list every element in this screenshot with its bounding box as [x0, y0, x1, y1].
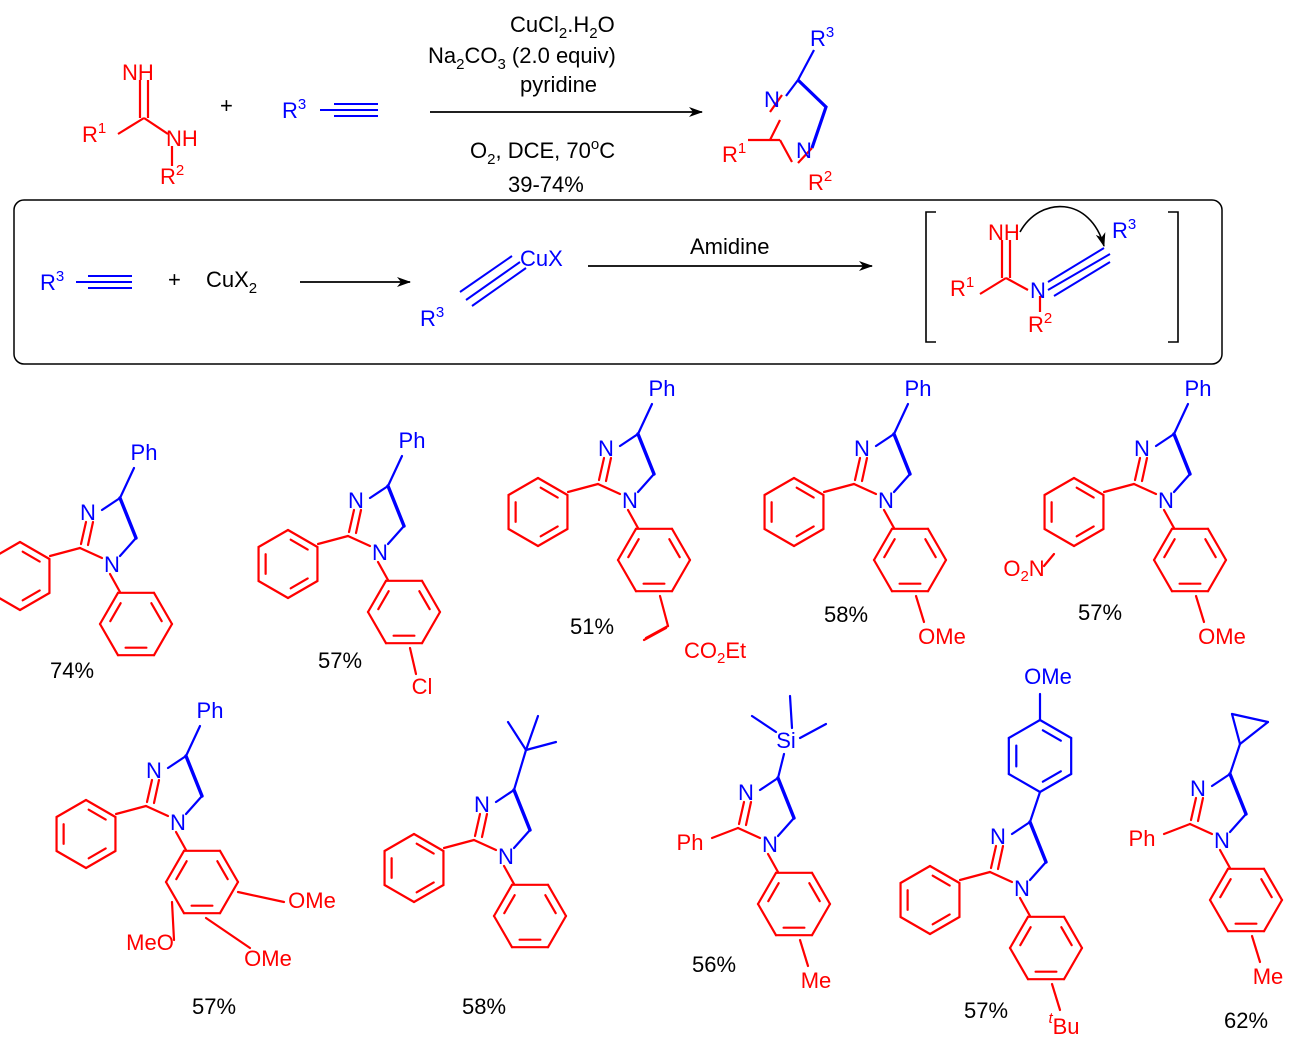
mechanism-alkyne: R3	[40, 268, 132, 295]
amidine-reactant: NH R1 NH R2	[82, 60, 198, 189]
silicon-label: Si	[776, 728, 796, 753]
svg-text:NH: NH	[988, 220, 1020, 245]
phenyl-label: Ph	[649, 376, 676, 401]
methyl-label: Me	[1253, 964, 1284, 989]
ester-label: CO2Et	[684, 638, 746, 667]
substrate-scope: NNPh74%NNPhCl57%NNPhCO2Et51%NNPhOMe58%NN…	[0, 376, 1283, 1039]
yield-label: 62%	[1224, 1008, 1268, 1033]
chloro-label: Cl	[412, 674, 433, 699]
svg-text:R3: R3	[40, 268, 64, 295]
atom-n3-label: N	[990, 824, 1006, 849]
phenyl-label: Ph	[1185, 376, 1212, 401]
svg-text:O2, DCE, 70oC: O2, DCE, 70oC	[470, 136, 615, 168]
svg-text:N: N	[1030, 278, 1046, 303]
atom-n1-label: N	[1214, 828, 1230, 853]
atom-n1-label: N	[622, 488, 638, 513]
phenyl-label: Ph	[399, 428, 426, 453]
yield-label: 58%	[462, 994, 506, 1019]
compound-9: N N OMe tBu 57%	[899, 664, 1084, 1039]
yield-label: 57%	[192, 994, 236, 1019]
yield-label: 74%	[50, 658, 94, 683]
yield-label: 57%	[1078, 600, 1122, 625]
atom-n3-label: N	[738, 780, 754, 805]
atom-n3-label: N	[348, 488, 364, 513]
mechanism-box	[13, 199, 1223, 365]
atom-n1-label: N	[170, 810, 186, 835]
methoxy-label-1: OMe	[288, 888, 336, 913]
yield-label: 51%	[570, 614, 614, 639]
atom-n3-label: N	[80, 500, 96, 525]
methoxy-label-2: MeO	[126, 930, 174, 955]
amine-nh-label: NH	[166, 126, 198, 151]
svg-text:+: +	[168, 267, 181, 292]
svg-text:R1: R1	[950, 274, 974, 301]
methyl-label: Me	[801, 968, 832, 993]
atom-n3-label: N	[598, 436, 614, 461]
compound-1: N N Ph 74%	[0, 440, 174, 683]
c2-phenyl-label: Ph	[1129, 826, 1156, 851]
nitro-label: O2N	[1003, 556, 1044, 585]
svg-text:CuCl2.H2O: CuCl2.H2O	[510, 12, 615, 42]
c2-phenyl-label: Ph	[677, 830, 704, 855]
cux2-label: CuX2	[206, 267, 257, 297]
svg-text:R2: R2	[160, 162, 184, 189]
atom-n1-label: N	[498, 844, 514, 869]
svg-text:R1: R1	[722, 140, 746, 167]
svg-text:pyridine: pyridine	[520, 72, 597, 97]
svg-text:R2: R2	[808, 168, 832, 195]
svg-text:R3: R3	[810, 24, 834, 51]
svg-text:R3: R3	[282, 96, 306, 123]
phenyl-label: Ph	[131, 440, 158, 465]
imidazole-product: N N R3 R1 R2	[722, 24, 834, 195]
atom-n1-label: N	[1014, 876, 1030, 901]
svg-text:N: N	[764, 87, 780, 112]
imine-nh-label: NH	[122, 60, 154, 85]
svg-text:R2: R2	[1028, 310, 1052, 337]
atom-n3-label: N	[854, 436, 870, 461]
svg-text:R3: R3	[420, 304, 444, 331]
compound-7: N N 58%	[383, 714, 568, 1019]
atom-n1-label: N	[372, 540, 388, 565]
svg-text:N: N	[796, 138, 812, 163]
plus-sign: +	[220, 93, 233, 118]
phenyl-label: Ph	[905, 376, 932, 401]
atom-n1-label: N	[878, 488, 894, 513]
atom-n3-label: N	[146, 758, 162, 783]
ynamide-intermediate: NH N R1 R2 R3	[925, 205, 1179, 343]
yield-range: 39-74%	[508, 172, 584, 197]
phenyl-label: Ph	[197, 698, 224, 723]
tert-butyl-label: tBu	[1048, 1010, 1079, 1039]
svg-text:R1: R1	[82, 120, 106, 147]
methoxy-label: OMe	[1198, 624, 1246, 649]
atom-n1-label: N	[762, 832, 778, 857]
copper-acetylide: CuX R3	[420, 246, 563, 331]
atom-n3-label: N	[1190, 776, 1206, 801]
yield-label: 58%	[824, 602, 868, 627]
yield-label: 57%	[964, 998, 1008, 1023]
reaction-conditions: CuCl2.H2O Na2CO3 (2.0 equiv) pyridine O2…	[428, 12, 616, 197]
amidine-arrow-label: Amidine	[690, 234, 769, 259]
svg-text:R3: R3	[1112, 216, 1136, 243]
atom-n1-label: N	[1158, 488, 1174, 513]
atom-n3-label: N	[474, 792, 490, 817]
yield-label: 56%	[692, 952, 736, 977]
svg-text:Na2CO3 (2.0 equiv): Na2CO3 (2.0 equiv)	[428, 43, 616, 73]
atom-n1-label: N	[104, 552, 120, 577]
alkyne-reactant: R3	[282, 96, 378, 123]
yield-label: 57%	[318, 648, 362, 673]
methoxy-label: OMe	[1024, 664, 1072, 689]
methoxy-label: OMe	[918, 624, 966, 649]
atom-n3-label: N	[1134, 436, 1150, 461]
methoxy-label-3: OMe	[244, 946, 292, 971]
svg-text:CuX: CuX	[520, 246, 563, 271]
